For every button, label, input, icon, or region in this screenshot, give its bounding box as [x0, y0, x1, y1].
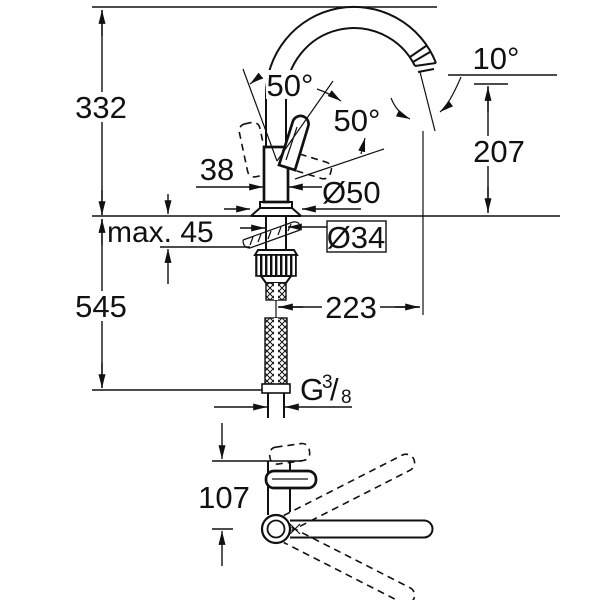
dim-lever-offset: 107: [198, 423, 250, 566]
arc-arrow-lower: [358, 137, 366, 155]
annotation-outlet-angle: 10°: [390, 41, 520, 120]
thread-tube: [267, 393, 285, 418]
front-view: 332 545 max. 45 38 Ø50: [74, 5, 560, 418]
dim-max-deck-thickness: max. 45: [107, 194, 214, 284]
dim-38-label: 38: [200, 152, 234, 187]
base-step: [259, 201, 293, 209]
mounting-washer: [242, 221, 301, 249]
label-mask: [322, 291, 380, 321]
dim-max45-label: max. 45: [107, 216, 214, 249]
dim-thread: G 3 / 8: [214, 372, 352, 411]
aerator-band: [409, 45, 431, 63]
angle-ray-side: [294, 148, 385, 180]
dim-body-width: 38 Ø50: [196, 152, 381, 210]
lever-outline: [277, 114, 310, 172]
lever-handle: [277, 114, 310, 172]
flexible-hose: [261, 317, 291, 418]
outlet-axis-line: [419, 71, 436, 132]
pivot-cross-marks: [289, 523, 301, 535]
spout-arm-solid: [290, 519, 434, 539]
base-flare: [250, 207, 302, 217]
lever-plan-dashed: [268, 442, 311, 465]
label-mask: [74, 92, 130, 122]
lever-plan-solid: [264, 469, 318, 490]
hose-end-fitting: [261, 383, 291, 394]
spout-outer-contour: [264, 5, 437, 148]
handle-angle-annotation: 50° 50°: [242, 68, 385, 180]
angle-10-label: 10°: [473, 41, 520, 76]
under-deck-assembly: [242, 216, 301, 418]
dim-mounting-hole: Ø34: [240, 220, 387, 255]
threaded-pin: [265, 282, 287, 301]
dim-207-label: 207: [473, 134, 525, 169]
dim-spout-reach: 223: [278, 290, 420, 325]
angle-ray-lever: [276, 80, 334, 162]
mounting-nut: [253, 249, 299, 284]
dim-dia34-label: Ø34: [327, 220, 386, 255]
spout-arm-dashed-down: [283, 526, 416, 600]
swivel-arc-arrow: [390, 97, 411, 120]
dim-outlet-height: 207: [472, 86, 526, 213]
dim-545-label: 545: [75, 289, 127, 324]
angle-50-upper-label: 50°: [267, 68, 314, 103]
spout-plan: [260, 453, 434, 600]
dim-length-below-deck: 545: [74, 219, 130, 388]
angle-ray-up: [242, 68, 278, 162]
arc-arrow-left: [249, 72, 264, 85]
dim-box: [326, 220, 387, 253]
lever-inner-line: [285, 126, 298, 161]
label-mask: [74, 291, 130, 321]
label-mask: [266, 70, 314, 99]
thread-label: G 3 / 8: [300, 372, 352, 408]
dim-223-label: 223: [325, 290, 377, 325]
angle-50-lower-label: 50°: [334, 103, 381, 138]
dim-dia50-label: Ø50: [322, 175, 381, 210]
top-view: 107: [198, 423, 434, 600]
spout-outlet-tip: [414, 62, 437, 73]
pivot-inner-circle: [266, 519, 286, 539]
spout-arm-dashed-up: [283, 453, 416, 532]
shank-tube: [265, 216, 287, 250]
arc-arrow-right: [316, 88, 342, 102]
dim-332-label: 332: [75, 90, 127, 125]
label-mask: [472, 136, 526, 166]
dim-height-above-deck: 332: [74, 10, 130, 215]
angle-arc: [439, 76, 462, 113]
dim-107-label: 107: [198, 480, 250, 515]
